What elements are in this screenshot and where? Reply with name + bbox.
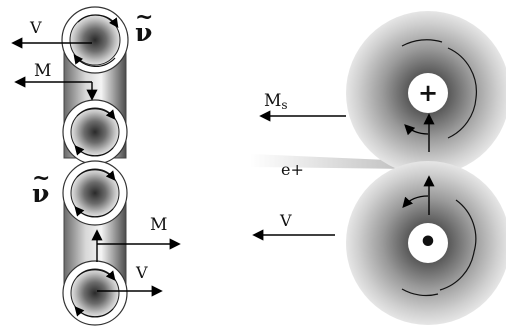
vortex-2 bbox=[62, 99, 128, 165]
nu-tilde-top: ~ bbox=[135, 4, 153, 30]
vortex-1 bbox=[61, 6, 129, 74]
nu-label-mid: ν bbox=[32, 179, 49, 208]
e-plus-label: e+ bbox=[281, 160, 304, 179]
top-disk-rotation-arrow bbox=[404, 124, 429, 136]
left-vortex-chain: V M ν ~ ν ~ M V bbox=[11, 4, 181, 326]
bottom-disk bbox=[346, 161, 506, 325]
v-label-top: V bbox=[29, 18, 42, 37]
v-label-right: V bbox=[279, 211, 292, 230]
nu-label-top: ν bbox=[135, 18, 152, 47]
m-label-bottom: M bbox=[150, 215, 167, 235]
m-label-top: M bbox=[34, 61, 51, 81]
v-label-bottom: V bbox=[135, 263, 148, 282]
top-disk bbox=[346, 11, 506, 175]
top-disk-plus: + bbox=[418, 78, 438, 107]
bottom-disk-rotation-arrow bbox=[402, 195, 429, 208]
bottom-disk-dot: • bbox=[418, 225, 437, 260]
nu-tilde-mid: ~ bbox=[32, 165, 50, 191]
vortex-4 bbox=[62, 260, 128, 326]
vortex-3 bbox=[62, 160, 128, 226]
ms-label: Ms bbox=[264, 91, 288, 112]
right-disk-pair: + • Ms e+ V bbox=[250, 11, 506, 325]
positron-beam bbox=[250, 154, 410, 169]
